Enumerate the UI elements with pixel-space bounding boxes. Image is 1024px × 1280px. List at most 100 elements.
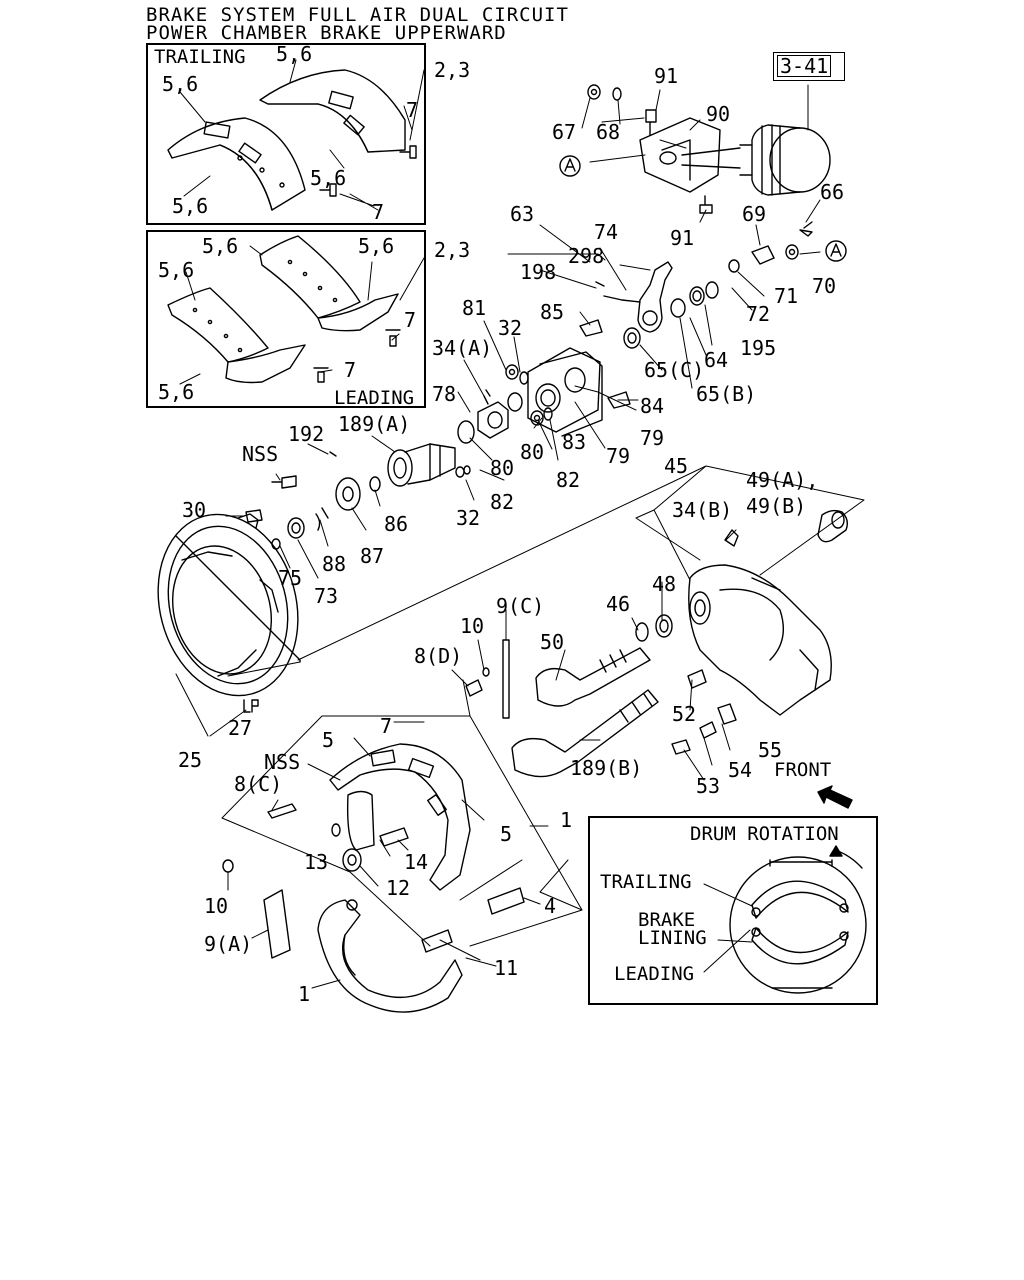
callout: 25: [178, 748, 203, 772]
callout: 30: [182, 498, 207, 522]
leading-lining-lower: [168, 288, 305, 383]
trailing-bolts: [320, 146, 416, 196]
callout: 66: [820, 180, 845, 204]
diagram-title-line-1: BRAKE SYSTEM FULL AIR DUAL CIRCUIT: [146, 4, 569, 26]
callout: 82: [556, 468, 581, 492]
page-ref-box[interactable]: 3-41: [773, 52, 845, 81]
diagram-title-line-2: POWER CHAMBER BRAKE UPPERWARD: [146, 22, 507, 44]
spider-fasteners: [636, 615, 736, 754]
callout: 198: [520, 260, 557, 284]
trailing-label: TRAILING: [600, 871, 692, 893]
callout: 54: [728, 758, 753, 782]
callout: 192: [288, 422, 325, 446]
leading-bolts: [314, 330, 400, 382]
dust-shield: [139, 499, 318, 712]
spider-bracket: [689, 511, 848, 715]
callout: 195: [740, 336, 777, 360]
inset-leading-box: [146, 230, 426, 408]
bolts-nuts-top: [588, 85, 812, 272]
callout: 9(A): [204, 932, 253, 956]
callout: 5,6: [158, 258, 195, 282]
shoe-web-parts: [223, 792, 524, 959]
callout: 90: [706, 102, 731, 126]
callout: 5,6: [358, 234, 395, 258]
callout: 74: [594, 220, 619, 244]
front-arrow-icon: [818, 786, 852, 808]
callout: 91: [670, 226, 695, 250]
callout: 88: [322, 552, 347, 576]
leading-label: LEADING: [614, 963, 695, 985]
callout: 86: [384, 512, 409, 536]
callout: 11: [494, 956, 519, 980]
callout: 5,6: [172, 194, 209, 218]
callout: 12: [386, 876, 411, 900]
callout: 91: [654, 64, 679, 88]
inset-trailing-assembly-ref: 2,3: [434, 58, 471, 82]
callout: 84: [640, 394, 665, 418]
callout: 81: [462, 296, 487, 320]
drum-rotation-title: DRUM ROTATION: [690, 823, 839, 845]
callout: 80: [490, 456, 515, 480]
callout: 78: [432, 382, 457, 406]
callout: 65(C): [644, 358, 705, 382]
callout: 80: [520, 440, 545, 464]
lp-mark: [244, 700, 258, 712]
callout: 65(B): [696, 382, 757, 406]
callout: 48: [652, 572, 677, 596]
seal-rings: [624, 282, 718, 348]
bracket-fasteners: [458, 320, 630, 443]
shoe-lower: [318, 900, 462, 1012]
callout: 45: [664, 454, 689, 478]
callout: 53: [696, 774, 721, 798]
callout: 189(B): [570, 756, 643, 780]
callout: 13: [304, 850, 329, 874]
brake-lining-label-2: LINING: [638, 927, 707, 949]
camshaft-50: [536, 648, 650, 706]
callout: 5: [322, 728, 335, 752]
brake-chamber: [682, 125, 830, 195]
callout: 72: [746, 302, 771, 326]
leader-lines: [176, 60, 864, 988]
callout: 27: [228, 716, 253, 740]
trailing-lining-upper: [260, 70, 405, 152]
callout: 55: [758, 738, 783, 762]
callout: 71: [774, 284, 799, 308]
callout: 5,6: [158, 380, 195, 404]
shoe-upper: [330, 744, 470, 890]
pins-9c-8d: [466, 640, 509, 718]
callout: 63: [510, 202, 535, 226]
callout: 49(B): [746, 494, 807, 518]
callout: 70: [812, 274, 837, 298]
callout: 68: [596, 120, 621, 144]
callout: 69: [742, 202, 767, 226]
callout: 34(B): [672, 498, 733, 522]
drum-rotation-diagram: [730, 846, 866, 993]
callout: 49(A),: [746, 468, 819, 492]
callout: 73: [314, 584, 339, 608]
callout: 1: [298, 982, 311, 1006]
drum-rotation-box: [588, 816, 878, 1005]
chamber-bracket: [640, 118, 720, 192]
callout: 5,6: [310, 166, 347, 190]
inset-leading-assembly-ref: 2,3: [434, 238, 471, 262]
callout: 87: [360, 544, 385, 568]
camshaft-189b: [512, 690, 658, 777]
callout: 7: [344, 358, 357, 382]
slack-adjuster: [596, 262, 672, 332]
front-label: FRONT: [774, 759, 832, 781]
callout: NSS: [242, 442, 279, 466]
camshaft-a: [272, 444, 470, 530]
page-ref[interactable]: 3-41: [777, 55, 832, 77]
callout: 7: [372, 200, 385, 224]
trailing-lining-lower: [168, 118, 305, 210]
callout: 5,6: [162, 72, 199, 96]
callout: 8(C): [234, 772, 283, 796]
callout: 5,6: [202, 234, 239, 258]
callout: 52: [672, 702, 697, 726]
callout: 83: [562, 430, 587, 454]
brake-lining-label-1: BRAKE: [638, 909, 696, 931]
callout: 7: [404, 308, 417, 332]
inset-trailing-label: TRAILING: [154, 46, 246, 68]
callout: 5,6: [276, 42, 313, 66]
